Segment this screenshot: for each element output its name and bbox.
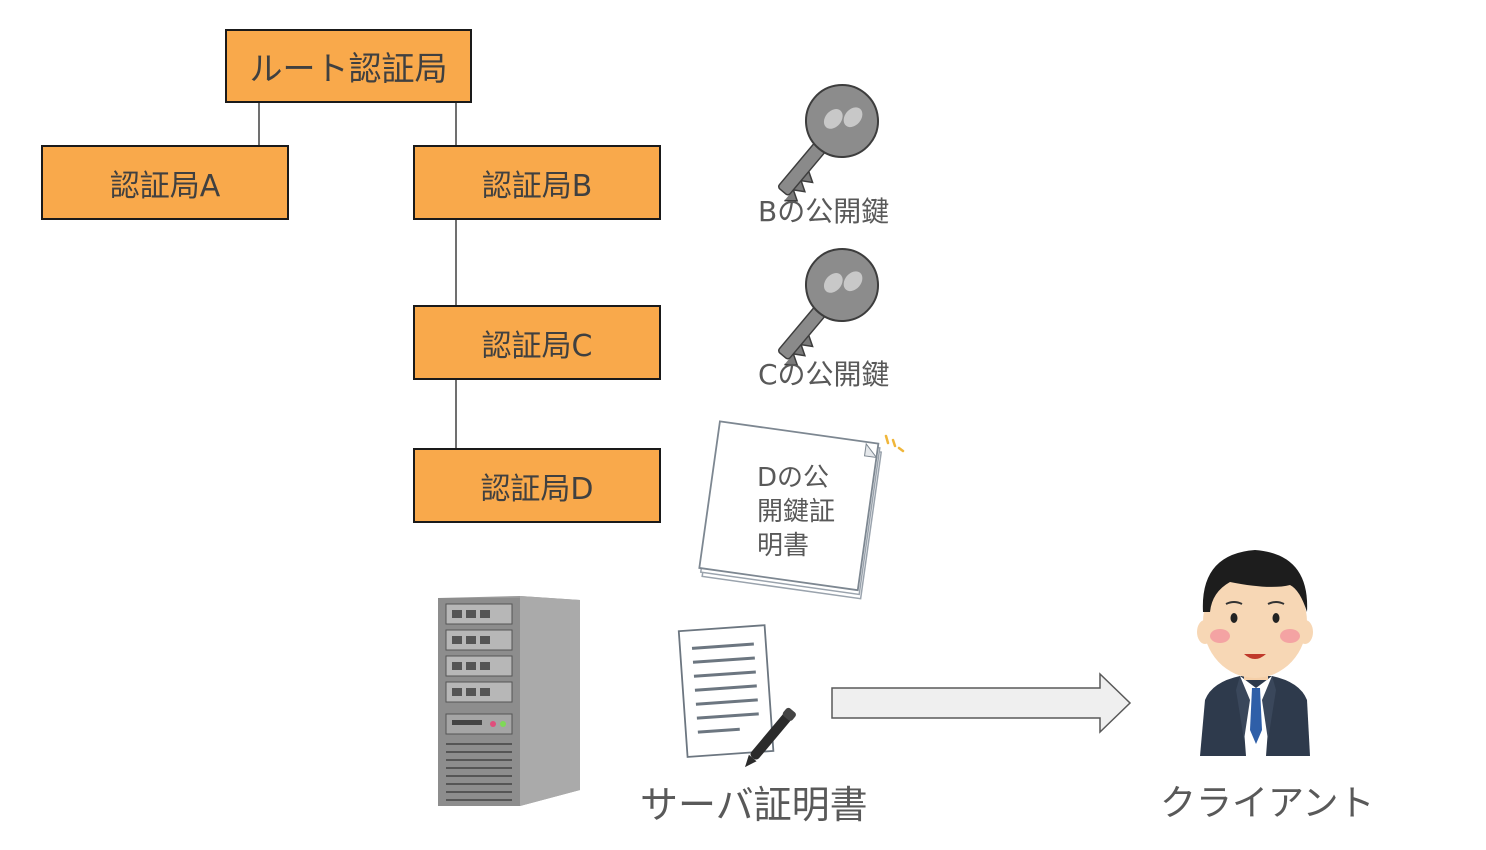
root-ca-box: ルート認証局 [225, 29, 472, 103]
d-certificate-line2: 開鍵証 [757, 497, 836, 527]
businessman-icon [1197, 550, 1313, 756]
d-certificate-line1: Dの公 [757, 463, 830, 493]
root-ca-label: ルート認証局 [249, 49, 448, 88]
server-tower-icon [438, 596, 580, 806]
certificate-stack-icon [698, 420, 905, 600]
server-certificate-label: サーバ証明書 [640, 783, 868, 827]
ca-d-label: 認証局D [480, 471, 594, 507]
hierarchy-connectors [258, 101, 457, 449]
d-certificate-label: Dの公 開鍵証 明書 [757, 461, 835, 563]
ca-b-box: 認証局B [413, 145, 661, 220]
b-public-key-label: Bの公開鍵 [758, 195, 890, 228]
ca-d-box: 認証局D [413, 448, 661, 523]
ca-a-label: 認証局A [109, 168, 221, 204]
ca-c-box: 認証局C [413, 305, 661, 380]
ca-a-box: 認証局A [41, 145, 289, 220]
ca-b-label: 認証局B [481, 168, 593, 204]
key-icon [777, 84, 879, 202]
key-icon [777, 248, 879, 366]
right-arrow-icon [831, 672, 1132, 734]
signed-document-icon [677, 624, 796, 768]
client-label: クライアント [1160, 783, 1375, 824]
c-public-key-label: Cの公開鍵 [758, 358, 890, 391]
ca-c-label: 認証局C [481, 328, 593, 364]
d-certificate-line3: 明書 [757, 531, 810, 561]
